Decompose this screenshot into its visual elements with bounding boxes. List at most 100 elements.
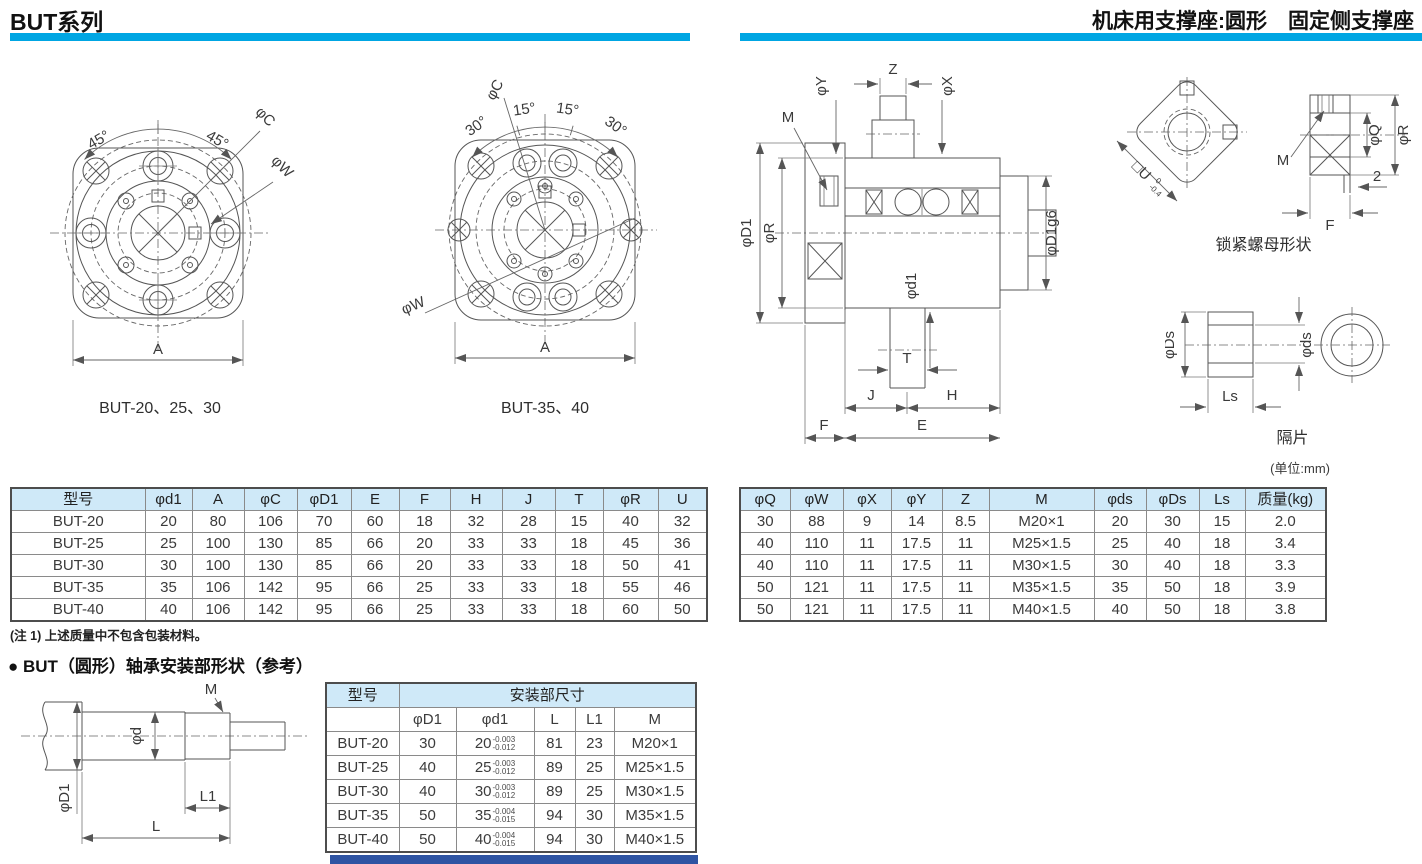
- table-cell: 18: [1198, 554, 1246, 577]
- table-cell: 15: [1198, 510, 1246, 533]
- flange-dimensions: 15° 15° 30° 30° φC φW A: [399, 77, 636, 364]
- footnote: (注 1) 上述质量中不包含包装材料。: [10, 629, 208, 643]
- table-cell: 45: [602, 532, 659, 555]
- table-row: BUT-30 40 30-0.003-0.012 89 25 M30×1.5: [325, 779, 697, 804]
- col-header: U: [657, 487, 708, 511]
- dim-label-angle-left-15: 15°: [512, 100, 537, 120]
- table-cell: 18: [1198, 532, 1246, 555]
- table-cell: 35: [1093, 576, 1147, 599]
- dim-label-phi-c: φC: [252, 104, 279, 131]
- shaft-dimensions: M φd φD1 L1 L: [56, 681, 231, 844]
- dim-label-ls: Ls: [1222, 388, 1238, 405]
- table-cell: 50: [602, 554, 659, 577]
- table-cell: 40: [1145, 532, 1200, 555]
- dim-label-angle-left-30: 30°: [462, 113, 490, 140]
- table-cell: 33: [501, 532, 556, 555]
- table-cell: 20: [1093, 510, 1147, 533]
- table-cell: 11: [941, 532, 990, 555]
- table-cell: 40: [602, 510, 659, 533]
- dim-label-phi-d1-bore: φd1: [903, 273, 920, 299]
- col-header-group: 安装部尺寸: [398, 682, 697, 708]
- dim-label-l1: L1: [200, 788, 217, 805]
- table-cell: 106: [191, 576, 245, 599]
- col-header: 质量(kg): [1244, 487, 1327, 511]
- table-cell: 121: [789, 576, 844, 599]
- table-cell: M30×1.5: [988, 554, 1095, 577]
- table-cell: 110: [789, 532, 844, 555]
- table-cell: 30: [1145, 510, 1200, 533]
- dim-label-f: F: [1325, 217, 1334, 234]
- table-cell: 66: [350, 554, 400, 577]
- table-cell: 130: [243, 532, 298, 555]
- table-cell: 66: [350, 576, 400, 599]
- dim-label-phi-q: φQ: [1366, 124, 1383, 145]
- col-header: φR: [602, 487, 659, 511]
- table-cell: 30: [144, 554, 193, 577]
- sub-header: L: [533, 707, 576, 732]
- sub-header: φD1: [398, 707, 457, 732]
- table-cell: 33: [449, 532, 503, 555]
- table-cell: 20: [398, 554, 451, 577]
- table-cell: 46: [657, 576, 708, 599]
- table-cell: 11: [941, 598, 990, 622]
- col-header: H: [449, 487, 503, 511]
- dim-label-t: T: [902, 350, 911, 367]
- dim-label-phi-y: φY: [813, 76, 830, 96]
- dim-label-angle-right-15: 15°: [555, 100, 580, 120]
- svg-text:□U: □U: [1128, 158, 1154, 184]
- col-header: A: [191, 487, 245, 511]
- shaft-outline: [21, 701, 310, 771]
- table-row: BUT-25 40 25-0.003-0.012 89 25 M25×1.5: [325, 755, 697, 780]
- table-cell: 11: [842, 554, 892, 577]
- table-row: BUT-35 50 35-0.004-0.015 94 30 M35×1.5: [325, 803, 697, 828]
- col-header: φY: [890, 487, 943, 511]
- table-cell: M35×1.5: [988, 576, 1095, 599]
- table-cell: 2.0: [1244, 510, 1327, 533]
- table-cell: 66: [350, 532, 400, 555]
- cell: M35×1.5: [613, 803, 697, 828]
- sub-header: L1: [574, 707, 615, 732]
- dim-label-z: Z: [888, 61, 897, 78]
- col-header: φD1: [296, 487, 352, 511]
- table-cell: 60: [602, 598, 659, 622]
- table-cell: 85: [296, 554, 352, 577]
- table-cell: 18: [554, 576, 604, 599]
- table-cell: 41: [657, 554, 708, 577]
- dim-label-j: J: [867, 387, 875, 404]
- cell: 50: [398, 803, 457, 828]
- table-cell: 40: [739, 532, 791, 555]
- dim-label-angle-right: 45°: [203, 127, 231, 153]
- dim-label-a: A: [540, 339, 550, 356]
- table-cell: 80: [191, 510, 245, 533]
- page-title-product: 机床用支撑座:圆形 固定侧支撑座: [1092, 10, 1414, 33]
- table-cell: 11: [842, 532, 892, 555]
- header-accent-bar-right: [740, 33, 1422, 41]
- col-header: φW: [789, 487, 844, 511]
- dim-label-m: M: [782, 109, 795, 126]
- table-cell: 106: [243, 510, 298, 533]
- table-cell: 36: [657, 532, 708, 555]
- table-cell: 25: [398, 576, 451, 599]
- cell: 50: [398, 827, 457, 853]
- cell-tolerance: 35-0.004-0.015: [455, 803, 535, 828]
- cross-section-dimensions: φD1 φR φD1g6 φY Z φX M φd1 T J H F: [740, 61, 1060, 444]
- cell: 30: [574, 827, 615, 853]
- dim-label-phi-d1: φD1: [56, 784, 73, 813]
- flange-large-caption: BUT-35、40: [500, 400, 590, 417]
- table-cell: M20×1: [988, 510, 1095, 533]
- col-header: 型号: [10, 487, 146, 511]
- dim-label-phi-w: φW: [268, 152, 298, 182]
- shaft-drawing: M φd φD1 L1 L: [21, 681, 310, 844]
- table-cell: 88: [789, 510, 844, 533]
- cell: 30: [398, 731, 457, 756]
- cell: 25: [574, 755, 615, 780]
- cell-model: BUT-40: [325, 827, 400, 853]
